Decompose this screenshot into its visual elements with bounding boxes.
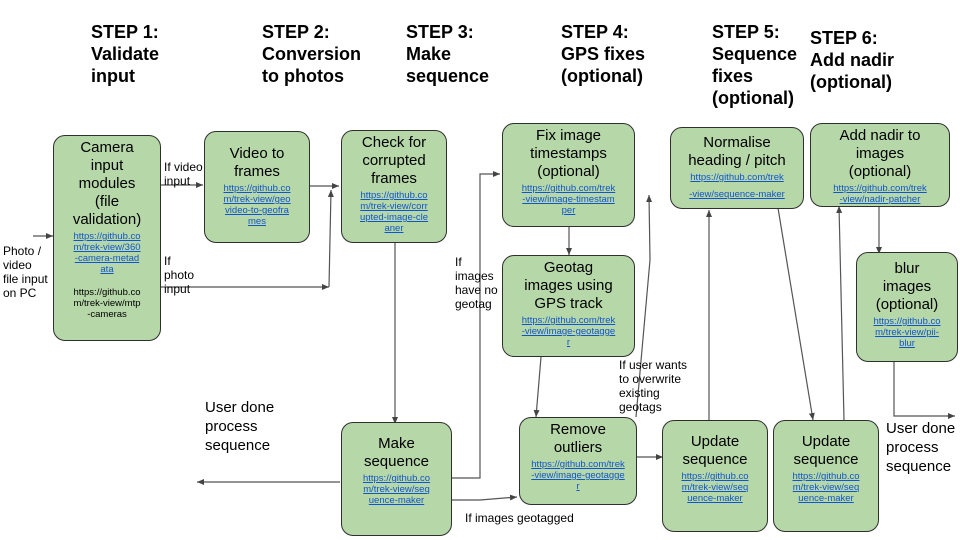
nadir-patcher-link[interactable]: https://github.com/trek-view/nadir-patch… — [833, 183, 927, 205]
arrow-make-sequence-to-timestamps — [452, 171, 500, 479]
image-geotagger-link[interactable]: https://github.com/trek-view/image-geota… — [521, 315, 616, 348]
step-4-header: STEP 4:GPS fixes(optional) — [561, 22, 646, 86]
arrow-update2-to-nadir — [836, 205, 845, 421]
arrow-overwrite-to-timestamps — [635, 194, 653, 418]
arrow-geotag-to-outliers — [533, 356, 542, 418]
image-geotagger-outliers-link[interactable]: https://github.com/trek-view/image-geota… — [531, 459, 625, 492]
arrow-normalise-to-update2 — [777, 207, 815, 421]
arrow-blur-to-user-done — [893, 362, 955, 419]
normalise-sequence-maker-link[interactable]: https://github.com/trek-view/sequence-ma… — [689, 172, 785, 200]
image-timestamper-link[interactable]: https://github.com/trek-view/image-times… — [521, 183, 616, 216]
arrow-photo-to-corrupted — [327, 189, 334, 288]
if-geotagged-label: If images geotagged — [465, 511, 574, 525]
arrow-make-sequence-to-outliers — [452, 494, 518, 501]
step-6-header: STEP 6:Add nadir(optional) — [810, 28, 894, 92]
